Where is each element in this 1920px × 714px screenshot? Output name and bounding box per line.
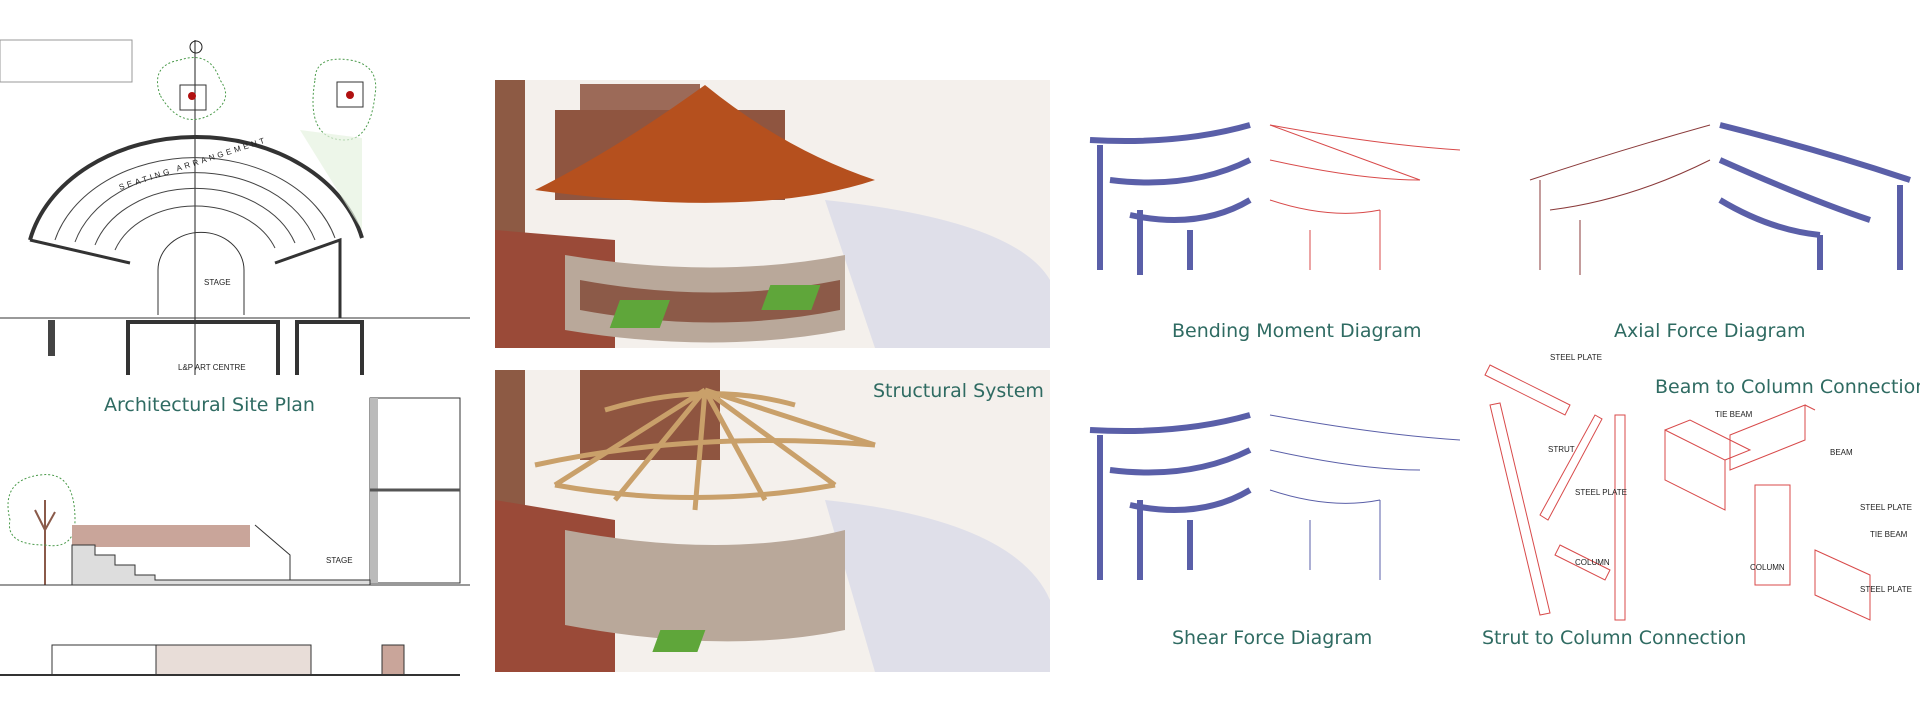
axial-force-diagram [1529, 122, 1911, 275]
shear-force-title: Shear Force Diagram [1172, 627, 1373, 649]
axial-force-title: Axial Force Diagram [1614, 320, 1806, 342]
steel-plate-label-1: STEEL PLATE [1860, 503, 1912, 512]
stage-label: STAGE [204, 278, 231, 287]
art-centre-label: L&P ART CENTRE [178, 363, 246, 372]
tie-beam-label-1: TIE BEAM [1715, 410, 1753, 419]
bending-moment-title: Bending Moment Diagram [1172, 320, 1422, 342]
bending-moment-diagram [1089, 122, 1461, 275]
tie-beam-label-2: TIE BEAM [1870, 530, 1908, 539]
render-structural-frame [495, 370, 1050, 672]
strut-connection-title: Strut to Column Connection [1482, 627, 1747, 649]
beam-connection-title: Beam to Column Connection [1655, 376, 1920, 398]
steel-plate-label-2: STEEL PLATE [1860, 585, 1912, 594]
section-stage-label: STAGE [326, 556, 353, 565]
strut-column-label: COLUMN [1575, 558, 1610, 567]
shear-force-diagram [1089, 412, 1461, 580]
strut-connection-drawing: STEEL PLATE STRUT STEEL PLATE COLUMN [1484, 353, 1627, 621]
strut-steel-plate-mid-label: STEEL PLATE [1575, 488, 1627, 497]
strut-steel-plate-top-label: STEEL PLATE [1550, 353, 1602, 362]
structural-system-title: Structural System [873, 380, 1044, 402]
column-label: COLUMN [1750, 563, 1785, 572]
beam-label: BEAM [1830, 448, 1853, 457]
strut-label: STRUT [1548, 445, 1575, 454]
site-plan-title: Architectural Site Plan [104, 394, 315, 416]
beam-connection-drawing: TIE BEAM BEAM STEEL PLATE TIE BEAM COLUM… [1664, 404, 1912, 621]
site-plan-drawing: SEATING ARRANGEMENT STAGE L&P ART CENTRE [0, 39, 470, 375]
site-section-drawing: STAGE [0, 397, 470, 676]
render-roofed-pavilion [495, 80, 1050, 348]
